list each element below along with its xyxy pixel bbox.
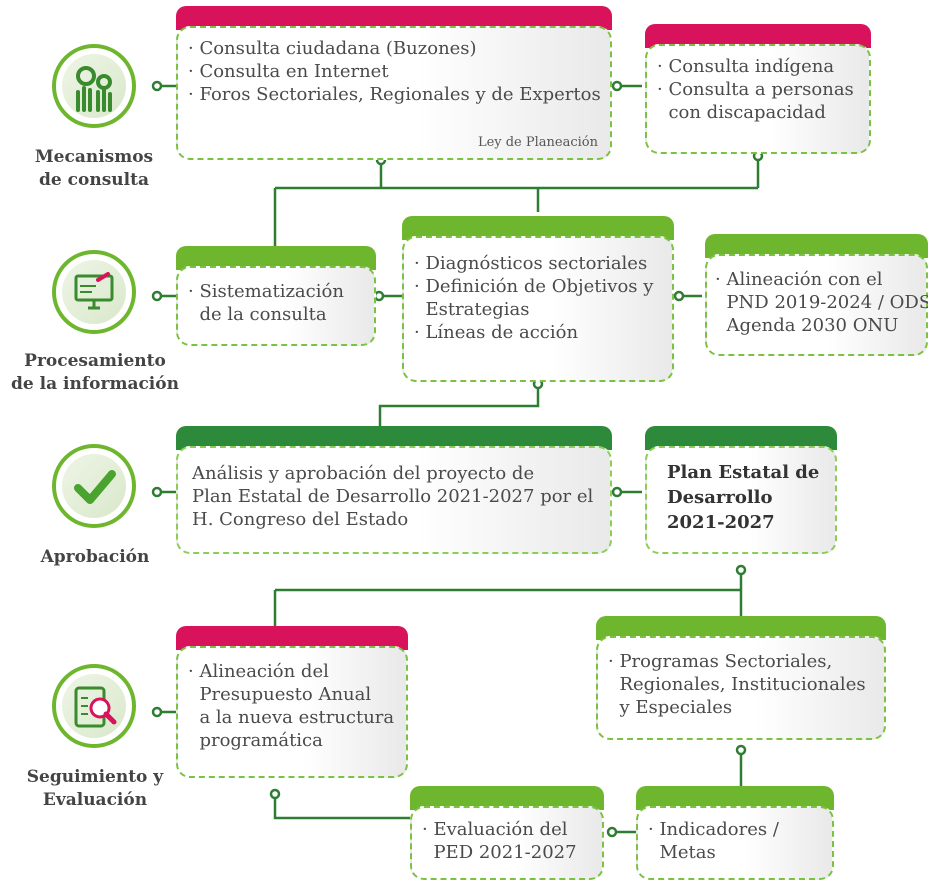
gears-hands-icon bbox=[52, 44, 136, 128]
plan-title-line: Plan Estatal de bbox=[667, 462, 820, 483]
box-line: H. Congreso del Estado bbox=[192, 509, 409, 530]
box-line: Metas bbox=[648, 842, 716, 863]
box-consulta-especial: · Consulta indígena · Consulta a persona… bbox=[645, 24, 871, 154]
box-line: de la consulta bbox=[188, 304, 327, 325]
box-line: Análisis y aprobación del proyecto de bbox=[192, 463, 535, 484]
box-line: Agenda 2030 ONU bbox=[715, 315, 899, 336]
box-line: · Evaluación del bbox=[422, 819, 568, 840]
box-line: · Alineación del bbox=[188, 661, 329, 682]
checkmark-icon bbox=[52, 444, 136, 528]
box-sistematizacion: · Sistematización de la consulta bbox=[176, 246, 376, 346]
clipboard-magnifier-icon bbox=[52, 664, 136, 748]
box-line: · Consulta indígena bbox=[657, 56, 835, 77]
box-line: · Programas Sectoriales, bbox=[608, 651, 833, 672]
plan-title-line: 2021-2027 bbox=[667, 512, 775, 533]
box-line: PND 2019-2024 / ODS bbox=[715, 292, 928, 313]
box-line: · Foros Sectoriales, Regionales y de Exp… bbox=[188, 84, 601, 105]
box-line: Plan Estatal de Desarrollo 2021-2027 por… bbox=[192, 486, 594, 507]
plan-title-line: Desarrollo bbox=[667, 487, 773, 508]
box-evaluacion: · Evaluación del PED 2021-2027 bbox=[410, 786, 604, 880]
box-diagnosticos: · Diagnósticos sectoriales · Definición … bbox=[402, 216, 674, 382]
box-line: Presupuesto Anual bbox=[188, 684, 372, 705]
box-line: · Líneas de acción bbox=[414, 322, 579, 343]
box-line: y Especiales bbox=[608, 697, 733, 718]
stage-label-aprobacion: Aprobación bbox=[40, 547, 150, 567]
box-analisis: Análisis y aprobación del proyecto de Pl… bbox=[176, 426, 612, 554]
box-plan-estatal: Plan Estatal de Desarrollo 2021-2027 bbox=[645, 426, 837, 554]
box-line: a la nueva estructura bbox=[188, 707, 395, 728]
box-line: · Consulta en Internet bbox=[188, 61, 389, 82]
box-line: con discapacidad bbox=[657, 102, 826, 123]
box-line: · Definición de Objetivos y bbox=[414, 276, 654, 297]
box-line: Estrategias bbox=[414, 299, 530, 320]
computer-hand-icon bbox=[52, 250, 136, 334]
box-line: · Diagnósticos sectoriales bbox=[414, 253, 648, 274]
box-alineacion-pnd: · Alineación con el PND 2019-2024 / ODS … bbox=[705, 234, 928, 356]
box-line: programática bbox=[188, 730, 323, 751]
box-line: · Sistematización bbox=[188, 281, 344, 302]
box-line: · Consulta a personas bbox=[657, 79, 854, 100]
box-line: · Indicadores / bbox=[648, 819, 779, 840]
box-indicadores: · Indicadores / Metas bbox=[636, 786, 834, 880]
box-programas: · Programas Sectoriales, Regionales, Ins… bbox=[596, 616, 886, 740]
box-line: Regionales, Institucionales bbox=[608, 674, 866, 695]
box-line: · Alineación con el bbox=[715, 269, 883, 290]
box-note: Ley de Planeación bbox=[477, 135, 598, 150]
box-consulta-principal: · Consulta ciudadana (Buzones) · Consult… bbox=[176, 6, 612, 160]
box-line: PED 2021-2027 bbox=[422, 842, 577, 863]
box-presupuesto: · Alineación del Presupuesto Anual a la … bbox=[176, 626, 408, 778]
box-line: · Consulta ciudadana (Buzones) bbox=[188, 38, 477, 59]
